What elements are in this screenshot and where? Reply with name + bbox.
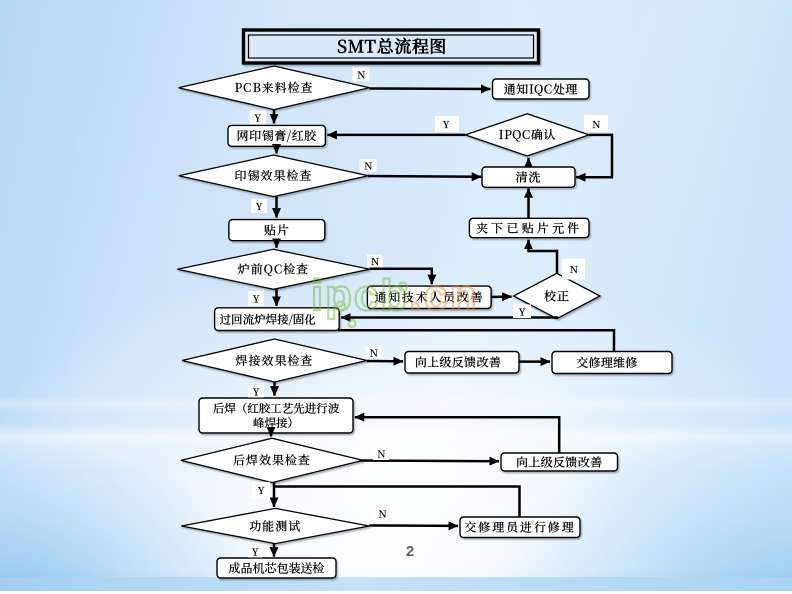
svg-text:SMT总流程图: SMT总流程图 (337, 33, 446, 58)
svg-text:N: N (357, 68, 365, 82)
svg-text:N: N (371, 254, 379, 268)
svg-text:成品机芯包装送检: 成品机芯包装送检 (228, 559, 324, 576)
svg-text:通知IQC处理: 通知IQC处理 (504, 80, 578, 97)
svg-text:贴片: 贴片 (264, 221, 290, 238)
svg-text:向上级反馈改善: 向上级反馈改善 (415, 354, 502, 371)
svg-text:2: 2 (406, 543, 414, 560)
svg-text:网印锡膏/红胶: 网印锡膏/红胶 (237, 127, 317, 144)
svg-text:交修理员进行修理: 交修理员进行修理 (464, 519, 575, 536)
svg-text:校正: 校正 (544, 287, 570, 304)
svg-text:N: N (370, 346, 378, 360)
svg-text:交修理维修: 交修理维修 (576, 354, 638, 371)
svg-text:后焊（红胶工艺先进行波: 后焊（红胶工艺先进行波 (213, 400, 340, 416)
svg-text:Y: Y (253, 292, 260, 306)
svg-text:峰焊接）: 峰焊接） (253, 415, 299, 431)
svg-text:ipcb.cn: ipcb.cn (311, 272, 479, 320)
svg-text:清洗: 清洗 (515, 168, 541, 185)
svg-text:功能测试: 功能测试 (249, 517, 301, 534)
svg-text:后焊效果检查: 后焊效果检查 (233, 452, 311, 469)
svg-text:N: N (364, 158, 372, 172)
svg-text:过回流炉焊接/固化: 过回流炉焊接/固化 (220, 311, 317, 327)
svg-text:PCB来料检查: PCB来料检查 (234, 79, 313, 96)
svg-text:向上级反馈改善: 向上级反馈改善 (516, 453, 603, 470)
svg-text:通知技术人员改善: 通知技术人员改善 (374, 289, 484, 306)
svg-text:Y: Y (519, 305, 526, 319)
svg-text:Y: Y (253, 385, 260, 399)
svg-text:N: N (377, 447, 385, 461)
svg-text:IPQC确认: IPQC确认 (499, 126, 556, 143)
svg-text:Y: Y (254, 111, 261, 125)
svg-text:N: N (570, 262, 578, 276)
svg-text:Y: Y (443, 117, 450, 131)
svg-text:印锡效果检查: 印锡效果检查 (234, 167, 312, 184)
svg-text:Y: Y (252, 545, 259, 559)
svg-text:Y: Y (258, 483, 265, 497)
svg-text:N: N (378, 507, 386, 521)
svg-text:N: N (592, 117, 600, 131)
svg-text:夹下已贴片元件: 夹下已贴片元件 (476, 219, 582, 236)
svg-text:Y: Y (256, 199, 263, 213)
svg-text:炉前QC检查: 炉前QC检查 (238, 261, 310, 278)
svg-text:焊接效果检查: 焊接效果检查 (235, 352, 313, 369)
